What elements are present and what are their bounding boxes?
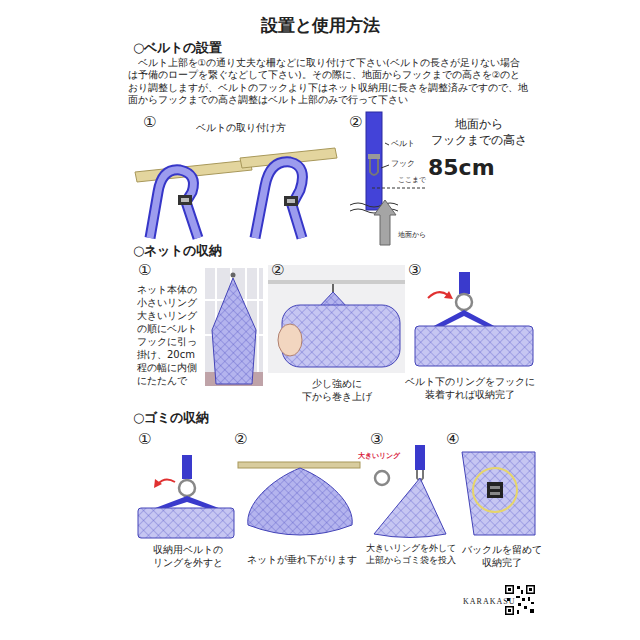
hanging-net-photo-part xyxy=(212,278,256,384)
dimension-label: 地面から フックまでの高さ xyxy=(420,117,538,148)
belt-attach-illustration-part xyxy=(284,196,298,206)
stored-net-illustration xyxy=(415,272,533,366)
qr-code-part xyxy=(508,588,511,591)
qr-code-part xyxy=(507,608,513,614)
hanging-net-illustration-part xyxy=(248,468,352,535)
qr-code-part xyxy=(530,609,534,613)
step-number: ① xyxy=(138,261,160,281)
step-number: ① xyxy=(138,430,160,450)
rolled-net-photo xyxy=(268,265,405,373)
section-heading: ○ゴミの収納 xyxy=(133,410,353,427)
qr-code-part xyxy=(517,610,519,614)
qr-code-part xyxy=(531,602,534,604)
step-caption: ベルト下のリングをフックに 装着すれば収納完了 xyxy=(400,375,540,401)
buckle-closeup xyxy=(462,452,535,535)
release-ring-illustration-part xyxy=(179,480,195,496)
buckle-closeup-part xyxy=(487,482,503,498)
qr-code-part xyxy=(524,606,527,609)
rolled-net-photo-part xyxy=(268,265,405,373)
rolled-net-photo-part xyxy=(332,284,334,292)
belt-attach-illustration-part xyxy=(255,162,302,238)
dimension-value: 85cm xyxy=(428,156,518,180)
step-number: ② xyxy=(234,430,256,450)
part-label: フック xyxy=(391,159,431,169)
release-ring-illustration xyxy=(138,455,234,538)
belt-height-illustration-part xyxy=(372,188,425,189)
belt-attach-illustration-part xyxy=(255,162,302,238)
insert-bag-illustration-part xyxy=(374,478,446,538)
belt-height-illustration-part xyxy=(385,143,389,145)
step-number: ④ xyxy=(446,430,468,450)
step-number: ② xyxy=(271,261,293,281)
part-label: 大きいリング xyxy=(358,452,404,461)
hanging-net-illustration-part xyxy=(238,462,360,468)
step-caption: 大きいリングを外して 上部からゴミ袋を投入 xyxy=(362,543,459,566)
belt-height-illustration-part xyxy=(370,159,378,175)
qr-code-part xyxy=(528,587,534,593)
instruction-text: ベルト上部を①の通り丈夫な柵などに取り付けて下さい(ベルトの長さが足りない場合は… xyxy=(128,57,528,106)
belt-height-illustration-part xyxy=(366,112,382,210)
step-number: ① xyxy=(143,113,165,133)
step-caption: 収納用ベルトの リングを外すと xyxy=(138,543,238,569)
step-number: ③ xyxy=(370,430,392,450)
page-title: 設置と使用方法 xyxy=(120,14,520,36)
step-number: ② xyxy=(349,113,371,133)
release-ring-illustration-part xyxy=(182,455,192,479)
belt-attach-illustration-part xyxy=(150,170,198,238)
buckle-closeup-part xyxy=(490,486,500,489)
step-caption: ネットが垂れ下がります xyxy=(240,553,364,566)
belt-attach-illustration-part xyxy=(150,170,198,238)
rolled-net-photo-part xyxy=(278,324,302,356)
step-caption: 少し強めに 下から巻き上げ xyxy=(284,377,389,403)
qr-code-part xyxy=(526,585,535,594)
brand-logo: KARAKASU xyxy=(463,597,523,607)
step-caption: バックルを留めて 収納完了 xyxy=(460,543,544,569)
belt-attach-illustration xyxy=(135,148,337,238)
stored-net-illustration-part xyxy=(456,294,472,310)
qr-code-part xyxy=(508,609,511,612)
belt-height-illustration-part xyxy=(381,165,389,168)
qr-code-part xyxy=(528,597,530,601)
buckle-closeup-part xyxy=(462,452,535,535)
rolled-net-photo-part xyxy=(268,280,405,284)
insert-bag-illustration-part xyxy=(415,445,425,470)
step-caption: ネット本体の小さいリング大きいリングの順にベルトフックに引っ掛け、20cm程の幅… xyxy=(137,283,201,387)
qr-code-part xyxy=(505,585,514,594)
hanging-net-photo-part xyxy=(205,268,263,386)
hanging-net-illustration xyxy=(238,462,360,535)
qr-code-part xyxy=(516,596,520,598)
hanging-net-photo-part xyxy=(231,273,236,278)
stored-net-illustration-part xyxy=(415,326,533,366)
part-label: 地面から xyxy=(398,231,438,240)
section-heading: ○ネットの収納 xyxy=(133,243,353,260)
belt-height-illustration-part xyxy=(368,154,380,159)
belt-height-illustration-part xyxy=(350,203,398,207)
qr-code-part xyxy=(507,587,513,593)
qr-code-part xyxy=(517,586,520,589)
belt-height-illustration-part xyxy=(374,200,396,245)
release-ring-illustration-part xyxy=(138,508,234,538)
release-ring-illustration-part xyxy=(154,479,162,488)
belt-attach-illustration-part xyxy=(287,199,295,203)
qr-code-part xyxy=(529,588,532,591)
buckle-closeup-part xyxy=(473,468,517,512)
belt-attach-illustration-part xyxy=(178,195,192,205)
step-number: ③ xyxy=(408,261,430,281)
stored-net-illustration-part xyxy=(444,291,453,299)
insert-bag-illustration-part xyxy=(375,471,389,485)
qr-code-part xyxy=(521,590,523,594)
section-heading: ○ベルトの設置 xyxy=(133,40,353,57)
stored-net-illustration-part xyxy=(459,272,470,294)
belt-attach-illustration-part xyxy=(181,198,189,202)
step-caption: ベルトの取り付け方 xyxy=(196,121,316,134)
buckle-closeup-part xyxy=(490,492,500,495)
part-label: ベルト xyxy=(391,139,431,149)
hanging-net-photo xyxy=(205,268,263,386)
qr-code-part xyxy=(518,603,521,606)
qr-code-part xyxy=(522,598,525,601)
qr-code-part xyxy=(505,606,514,615)
